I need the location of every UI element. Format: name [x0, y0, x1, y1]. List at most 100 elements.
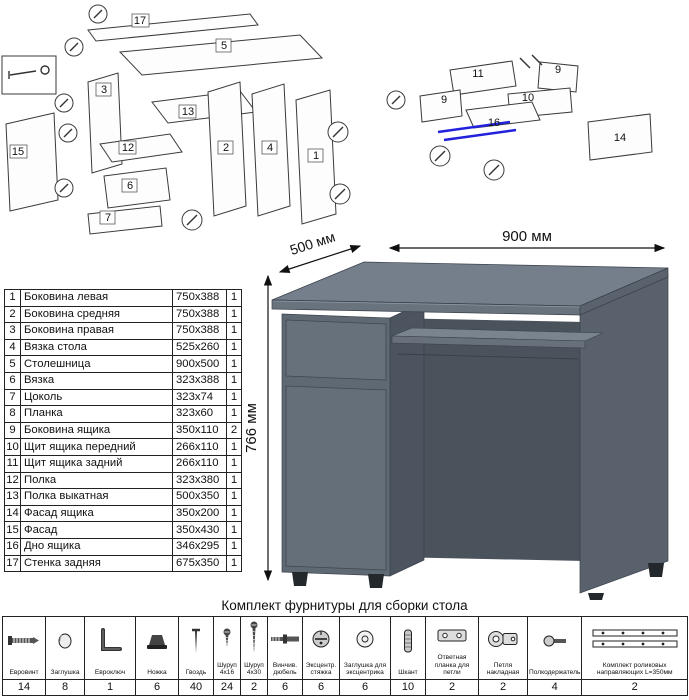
part-qty: 1	[226, 305, 242, 324]
part-label-11: 11	[472, 68, 483, 80]
part-size: 750x388	[172, 322, 227, 340]
hardware-item-label: Гвоздь	[185, 669, 207, 677]
part-size: 350x200	[172, 504, 227, 523]
hardware-item-label: Полкодержатель	[529, 669, 581, 677]
part-name: Цоколь	[20, 388, 173, 407]
part-name: Стенка задняя	[20, 554, 173, 573]
part-qty: 1	[226, 371, 242, 390]
part-name: Фасад	[20, 521, 173, 539]
hardware-item: Петля накладная 2	[478, 616, 528, 696]
part-label-17: 17	[134, 15, 146, 27]
hardware-item-label: Заглушка для эксцентрика	[343, 661, 387, 677]
screw-4x16-icon	[214, 617, 240, 662]
detail-screw-icon	[8, 65, 50, 79]
hardware-item-label: Заглушка	[50, 669, 80, 677]
hardware-item: Евроключ 1	[84, 616, 136, 696]
part-name: Дно ящика	[20, 537, 173, 556]
part-number: 13	[4, 488, 21, 506]
hardware-item: Винчив. дюбель 6	[267, 616, 303, 696]
hinge-plate-icon	[426, 617, 478, 654]
part-qty: 1	[226, 289, 242, 307]
part-number: 4	[4, 338, 21, 357]
hardware-item-qty: 40	[179, 679, 213, 695]
hardware-item: Полкодержатель 4	[527, 616, 583, 696]
screw-4x30-icon	[241, 617, 267, 662]
part-name: Боковина ящика	[20, 421, 173, 440]
part-qty: 1	[226, 405, 242, 423]
desk-door-front	[285, 385, 387, 571]
part-qty: 1	[226, 554, 242, 573]
cam-lock-icon	[303, 617, 339, 662]
hardware-item-qty: 6	[340, 679, 390, 695]
cam-cap-icon	[340, 617, 390, 662]
part-qty: 1	[226, 338, 242, 357]
roller-slides-icon	[582, 617, 687, 662]
dimension-width-label: 900 мм	[502, 228, 552, 245]
part-label-2: 2	[223, 142, 229, 154]
part-label-3: 3	[101, 84, 107, 96]
hardware-item: Заглушка для эксцентрика 6	[339, 616, 391, 696]
hex-key-icon	[85, 617, 135, 665]
cap-icon	[46, 617, 84, 665]
part-size: 350x110	[172, 421, 227, 440]
hardware-kit-title: Комплект фурнитуры для сборки стола	[221, 598, 468, 613]
part-name: Полка выкатная	[20, 488, 173, 506]
desk-legs	[292, 563, 664, 600]
part-size: 323x388	[172, 371, 227, 390]
hardware-item: Шуруп 4x30 2	[240, 616, 268, 696]
part-label-13: 13	[182, 106, 194, 118]
hardware-item-qty: 2	[582, 679, 687, 695]
hardware-item-qty: 6	[303, 679, 339, 695]
part-size: 346x295	[172, 537, 227, 556]
part-name: Столешница	[20, 355, 173, 373]
part-size: 675x350	[172, 554, 227, 573]
euro-screw-icon	[3, 617, 45, 665]
hardware-item-qty: 1	[85, 679, 135, 695]
hardware-item-qty: 2	[426, 679, 478, 695]
part-size: 323x380	[172, 471, 227, 490]
part-number: 5	[4, 355, 21, 373]
part-number: 11	[4, 454, 21, 473]
part-size: 750x388	[172, 305, 227, 324]
part-name: Вязка стола	[20, 338, 173, 357]
hardware-item: Шкант 10	[390, 616, 426, 696]
part-qty: 1	[226, 488, 242, 506]
hardware-item-label: Шкант	[398, 669, 418, 677]
part-qty: 1	[226, 438, 242, 456]
hardware-item-qty: 2	[479, 679, 527, 695]
part-label-6: 6	[127, 180, 133, 192]
part-label-7: 7	[105, 212, 111, 224]
part-label-5: 5	[221, 40, 227, 52]
hardware-item-qty: 8	[46, 679, 84, 695]
part-number: 10	[4, 438, 21, 456]
part-label-9a: 9	[555, 64, 561, 76]
shelf-support-icon	[528, 617, 581, 665]
nail-icon	[179, 617, 213, 665]
exploded-view-drawer: 11 9 9 10 16 14	[386, 54, 653, 181]
hardware-table: Евровинт 14 Заглушка 8 Евроключ 1 Ножка …	[2, 616, 688, 696]
hardware-item: Заглушка 8	[45, 616, 85, 696]
part-size: 750x388	[172, 289, 227, 307]
part-number: 9	[4, 421, 21, 440]
hardware-item-label: Шуруп 4x30	[244, 661, 264, 677]
part-label-12: 12	[122, 142, 134, 154]
part-label-16: 16	[488, 117, 500, 129]
part-name: Боковина правая	[20, 322, 173, 340]
part-name: Щит ящика задний	[20, 454, 173, 473]
part-label-14: 14	[614, 132, 626, 144]
part-size: 500x350	[172, 488, 227, 506]
